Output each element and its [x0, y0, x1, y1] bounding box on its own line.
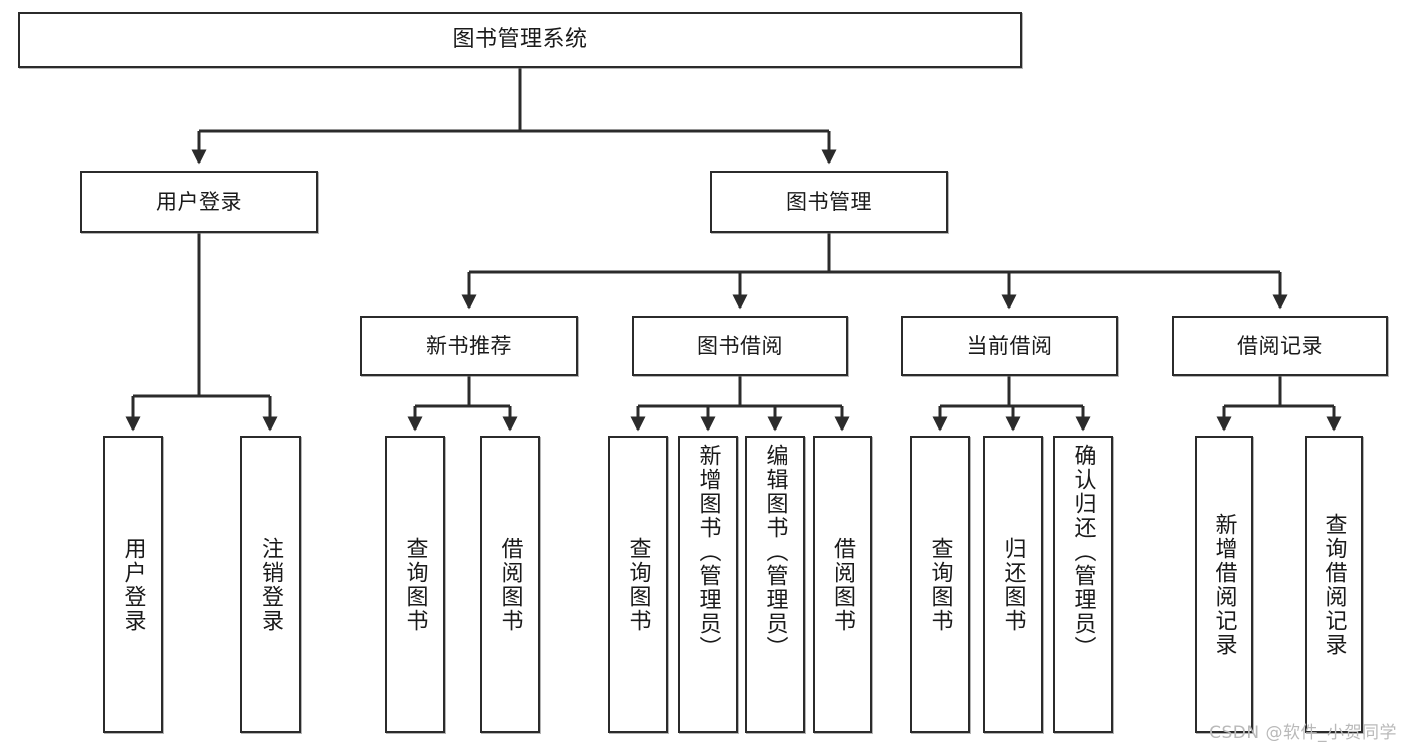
node-leaf-query-book-rec-label: 查询图书 [402, 536, 428, 633]
node-leaf-add-record[interactable]: 新增借阅记录 [1195, 436, 1253, 733]
node-leaf-edit-book-label: 编辑图书（管理员） [762, 444, 788, 660]
node-book-admin-label: 图书管理 [786, 189, 872, 214]
node-leaf-add-record-label: 新增借阅记录 [1211, 512, 1237, 657]
node-leaf-return-book[interactable]: 归还图书 [983, 436, 1043, 733]
node-leaf-logout-label: 注销登录 [258, 536, 284, 633]
node-leaf-query-book-cur[interactable]: 查询图书 [910, 436, 970, 733]
node-leaf-borrow-book[interactable]: 借阅图书 [813, 436, 872, 733]
node-leaf-query-record-label: 查询借阅记录 [1321, 512, 1347, 657]
node-current-borrow-label: 当前借阅 [966, 333, 1053, 358]
node-user-login[interactable]: 用户登录 [80, 171, 318, 233]
node-leaf-add-book[interactable]: 新增图书（管理员） [678, 436, 738, 733]
node-leaf-query-book[interactable]: 查询图书 [608, 436, 668, 733]
node-book-borrow-label: 图书借阅 [697, 333, 783, 358]
node-leaf-query-book-rec[interactable]: 查询图书 [385, 436, 445, 733]
node-leaf-borrow-book-rec[interactable]: 借阅图书 [480, 436, 540, 733]
node-leaf-borrow-book-rec-label: 借阅图书 [497, 536, 523, 633]
node-user-login-label: 用户登录 [156, 189, 242, 214]
node-leaf-return-book-label: 归还图书 [1000, 536, 1026, 633]
node-borrow-record[interactable]: 借阅记录 [1172, 316, 1388, 376]
node-leaf-confirm-return-label: 确认归还（管理员） [1070, 444, 1096, 660]
node-leaf-user-login[interactable]: 用户登录 [103, 436, 163, 733]
node-root-label: 图书管理系统 [452, 27, 588, 53]
node-leaf-query-book-label: 查询图书 [625, 536, 651, 633]
node-leaf-query-book-cur-label: 查询图书 [927, 536, 953, 633]
node-leaf-edit-book[interactable]: 编辑图书（管理员） [745, 436, 805, 733]
node-leaf-add-book-label: 新增图书（管理员） [695, 444, 721, 660]
node-new-book-rec-label: 新书推荐 [426, 333, 512, 358]
node-current-borrow[interactable]: 当前借阅 [901, 316, 1118, 376]
node-root[interactable]: 图书管理系统 [18, 12, 1022, 68]
node-leaf-borrow-book-label: 借阅图书 [830, 536, 856, 633]
node-borrow-record-label: 借阅记录 [1237, 333, 1323, 358]
node-leaf-confirm-return[interactable]: 确认归还（管理员） [1053, 436, 1113, 733]
node-leaf-user-login-label: 用户登录 [120, 536, 146, 633]
node-leaf-query-record[interactable]: 查询借阅记录 [1305, 436, 1363, 733]
node-book-borrow[interactable]: 图书借阅 [632, 316, 848, 376]
node-book-admin[interactable]: 图书管理 [710, 171, 948, 233]
node-leaf-logout[interactable]: 注销登录 [240, 436, 301, 733]
node-new-book-rec[interactable]: 新书推荐 [360, 316, 578, 376]
